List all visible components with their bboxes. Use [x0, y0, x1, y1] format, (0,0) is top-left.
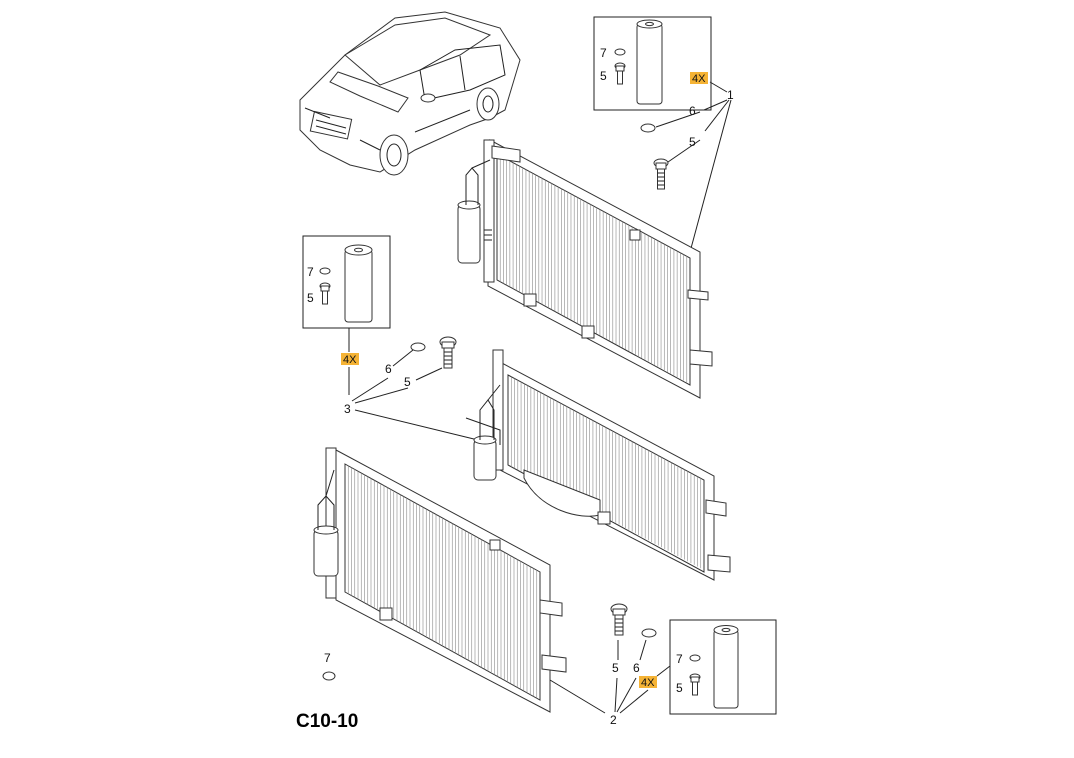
o-ring: [640, 123, 656, 133]
screw: [610, 603, 628, 636]
callout-6: 6: [689, 104, 696, 118]
o-ring: [614, 48, 626, 56]
dryer-detail-box-bottom: 7 5: [669, 619, 777, 715]
o-ring: [410, 342, 426, 352]
quantity-badge: [639, 676, 657, 688]
callout-7: 7: [324, 651, 331, 665]
dryer-detail-box-top: 7 5: [593, 16, 712, 111]
screw: [319, 282, 331, 305]
dryer-detail-box-middle: 7 5: [302, 235, 391, 329]
callout-7: 7: [676, 652, 683, 666]
callout-7: 7: [600, 46, 607, 60]
callout-5: 5: [689, 135, 696, 149]
callout-7: 7: [307, 265, 314, 279]
condenser-assembly: [465, 349, 731, 581]
o-ring: [319, 267, 331, 275]
callout-5: 5: [676, 681, 683, 695]
condenser-assembly: [457, 139, 713, 399]
quantity-badge-text: 4X: [692, 73, 706, 85]
callout-5: 5: [612, 661, 619, 675]
callout-3: 3: [344, 402, 351, 416]
callout-5: 5: [600, 69, 607, 83]
screw: [689, 673, 701, 696]
callout-1: 1: [727, 88, 734, 102]
quantity-badge-text: 4X: [641, 677, 655, 689]
callout-2: 2: [610, 713, 617, 727]
condenser-assembly: [313, 447, 567, 713]
o-ring: [689, 654, 701, 662]
o-ring: [322, 671, 336, 681]
diagram-code: C10-10: [296, 711, 358, 732]
screw: [653, 158, 669, 190]
screw: [439, 336, 457, 369]
quantity-badge: [690, 72, 708, 84]
o-ring: [641, 628, 657, 638]
callout-5: 5: [404, 375, 411, 389]
callout-5: 5: [307, 291, 314, 305]
callout-6: 6: [385, 362, 392, 376]
vehicle-illustration: [299, 11, 521, 176]
quantity-badge: [341, 353, 359, 365]
screw: [614, 62, 626, 85]
callout-6: 6: [633, 661, 640, 675]
quantity-badge-text: 4X: [343, 354, 357, 366]
